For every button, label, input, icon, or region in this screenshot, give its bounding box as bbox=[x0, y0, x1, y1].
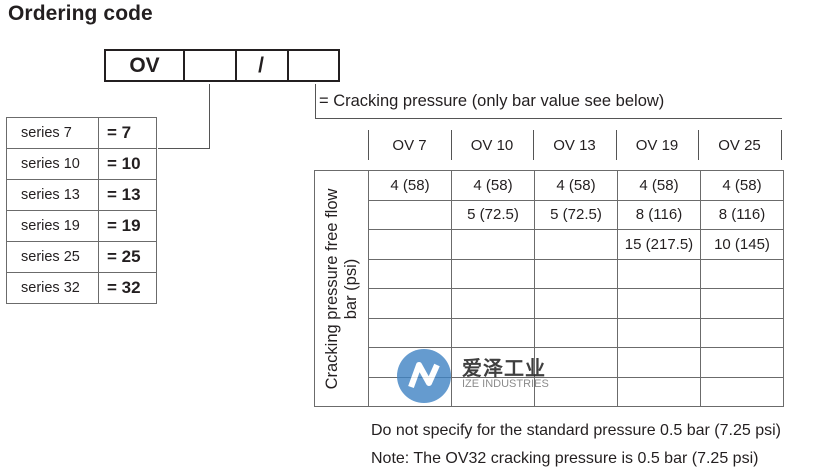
table-cell: 4 (58) bbox=[368, 170, 452, 201]
table-row: series 13= 13 bbox=[6, 179, 157, 211]
side-label-cell: Cracking pressure free flow bar (psi) bbox=[314, 170, 369, 407]
table-cell: 4 (58) bbox=[534, 170, 618, 201]
series-code: = 25 bbox=[98, 241, 157, 273]
table-cell bbox=[451, 317, 535, 348]
table-row bbox=[315, 288, 784, 319]
column-header: OV 19 bbox=[635, 136, 679, 154]
table-cell bbox=[617, 288, 701, 319]
table-cell bbox=[617, 258, 701, 289]
table-row: series 19= 19 bbox=[6, 210, 157, 242]
series-label: series 10 bbox=[6, 148, 99, 180]
table-cell bbox=[368, 288, 452, 319]
table-cell bbox=[534, 347, 618, 378]
header-divider bbox=[698, 130, 699, 160]
table-cell bbox=[700, 258, 784, 289]
series-code: = 19 bbox=[98, 210, 157, 242]
side-label-line1: Cracking pressure free flow bbox=[322, 188, 341, 389]
table-cell: 8 (116) bbox=[700, 199, 784, 230]
table-cell: 4 (58) bbox=[700, 170, 784, 201]
header-divider bbox=[451, 130, 452, 160]
table-row: series 7= 7 bbox=[6, 117, 157, 149]
series-connector-h bbox=[158, 148, 210, 149]
header-divider bbox=[368, 130, 369, 160]
table-cell bbox=[451, 229, 535, 260]
series-code: = 7 bbox=[98, 117, 157, 149]
watermark-text-en: IZE INDUSTRIES bbox=[462, 378, 549, 390]
table-row: series 25= 25 bbox=[6, 241, 157, 273]
code-box-series bbox=[183, 49, 237, 82]
table-cell bbox=[700, 347, 784, 378]
header-divider bbox=[533, 130, 534, 160]
column-header: OV 7 bbox=[392, 136, 427, 154]
table-cell bbox=[617, 376, 701, 407]
table-cell bbox=[700, 317, 784, 348]
column-header: OV 13 bbox=[553, 136, 596, 154]
table-cell bbox=[700, 288, 784, 319]
header-divider bbox=[781, 130, 782, 160]
table-row bbox=[315, 317, 784, 348]
side-label-line2: bar (psi) bbox=[341, 258, 360, 319]
series-label: series 7 bbox=[6, 117, 99, 149]
side-label: Cracking pressure free flow bar (psi) bbox=[323, 188, 361, 389]
series-label: series 25 bbox=[6, 241, 99, 273]
table-cell: 4 (58) bbox=[617, 170, 701, 201]
table-row: series 10= 10 bbox=[6, 148, 157, 180]
table-row: 15 (217.5) 10 (145) bbox=[315, 229, 784, 260]
series-label: series 32 bbox=[6, 272, 99, 304]
series-label: series 13 bbox=[6, 179, 99, 211]
table-cell bbox=[534, 258, 618, 289]
pressure-table: Cracking pressure free flow bar (psi) 4 … bbox=[314, 170, 784, 407]
code-box-pressure bbox=[287, 49, 340, 82]
table-cell: 15 (217.5) bbox=[617, 229, 701, 260]
table-cell bbox=[617, 317, 701, 348]
series-connector bbox=[209, 84, 210, 148]
code-box-separator: / bbox=[235, 49, 289, 82]
table-row bbox=[315, 347, 784, 378]
note-ov32: Note: The OV32 cracking pressure is 0.5 … bbox=[371, 450, 759, 467]
table-cell: 4 (58) bbox=[451, 170, 535, 201]
table-cell bbox=[534, 229, 618, 260]
pressure-connector bbox=[315, 84, 316, 118]
table-cell bbox=[451, 376, 535, 407]
table-cell bbox=[700, 376, 784, 407]
pressure-underline bbox=[315, 118, 782, 119]
table-cell bbox=[368, 258, 452, 289]
column-header: OV 10 bbox=[470, 136, 514, 154]
series-code: = 10 bbox=[98, 148, 157, 180]
table-cell bbox=[534, 288, 618, 319]
series-code: = 32 bbox=[98, 272, 157, 304]
table-cell bbox=[368, 199, 452, 230]
table-cell bbox=[368, 317, 452, 348]
column-header: OV 25 bbox=[718, 136, 761, 154]
series-label: series 19 bbox=[6, 210, 99, 242]
cracking-pressure-label: = Cracking pressure (only bar value see … bbox=[319, 92, 665, 110]
table-row bbox=[315, 376, 784, 407]
table-cell: 5 (72.5) bbox=[451, 199, 535, 230]
table-row bbox=[315, 258, 784, 289]
table-cell bbox=[451, 347, 535, 378]
table-cell bbox=[368, 229, 452, 260]
table-row: 5 (72.5) 5 (72.5) 8 (116) 8 (116) bbox=[315, 199, 784, 230]
table-row: Cracking pressure free flow bar (psi) 4 … bbox=[314, 170, 784, 407]
table-row: series 32= 32 bbox=[6, 272, 157, 304]
series-code: = 13 bbox=[98, 179, 157, 211]
table-cell: 10 (145) bbox=[700, 229, 784, 260]
note-standard-pressure: Do not specify for the standard pressure… bbox=[371, 422, 781, 439]
series-table: series 7= 7 series 10= 10 series 13= 13 … bbox=[6, 117, 157, 304]
header-divider bbox=[616, 130, 617, 160]
table-cell bbox=[451, 258, 535, 289]
table-cell bbox=[617, 347, 701, 378]
table-cell bbox=[534, 317, 618, 348]
table-cell: 8 (116) bbox=[617, 199, 701, 230]
code-box-prefix: OV bbox=[104, 49, 185, 82]
page-title: Ordering code bbox=[8, 2, 153, 25]
table-cell: 5 (72.5) bbox=[534, 199, 618, 230]
table-cell bbox=[451, 288, 535, 319]
table-cell bbox=[534, 376, 618, 407]
watermark-logo-icon bbox=[397, 349, 451, 403]
watermark-text-cn: 爱泽工业 bbox=[462, 358, 546, 380]
